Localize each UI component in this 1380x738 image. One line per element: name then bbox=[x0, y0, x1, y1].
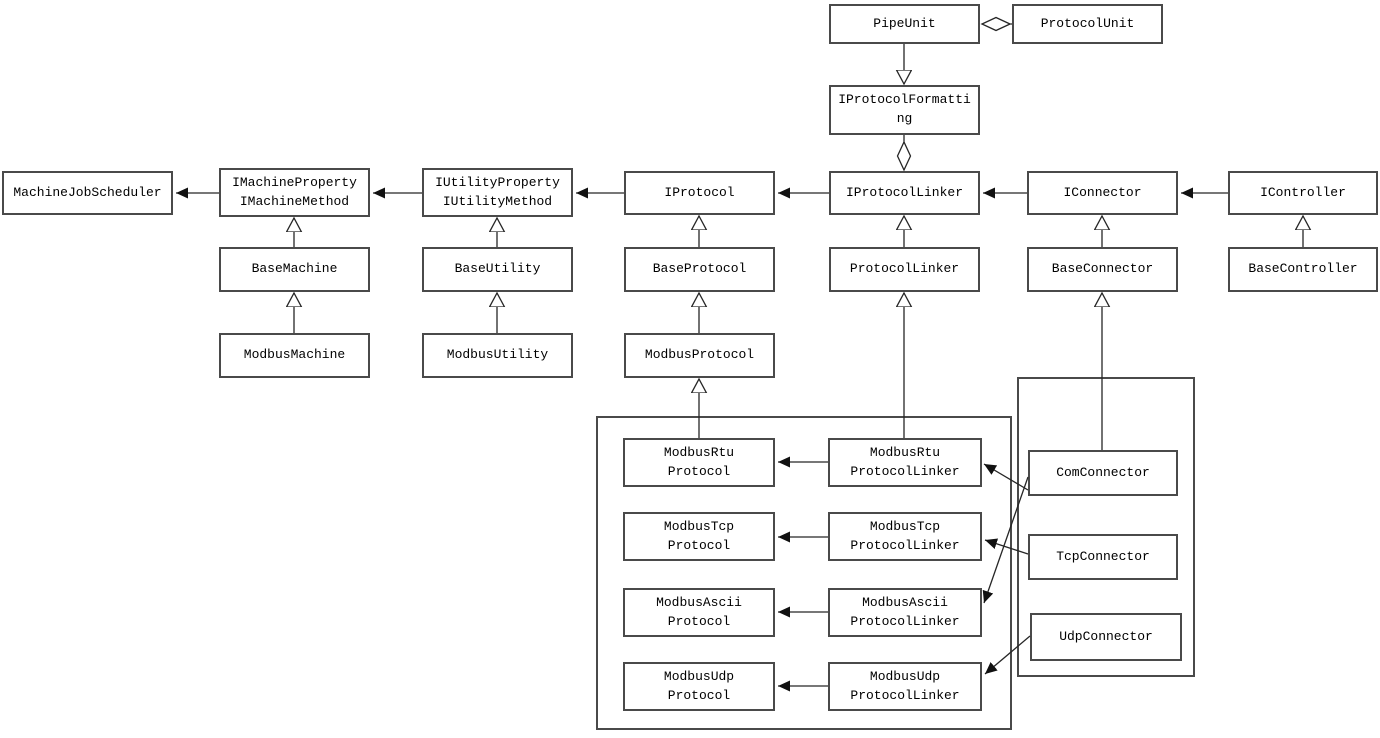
class-label-iutility-property: IUtilityProperty IUtilityMethod bbox=[435, 174, 560, 209]
class-label-protocol-unit: ProtocolUnit bbox=[1040, 15, 1135, 31]
class-label-base-machine: BaseMachine bbox=[251, 261, 338, 277]
class-box-imachine-property: IMachineProperty IMachineMethod bbox=[219, 168, 370, 217]
class-label-modbus-rtu-protocol: ModbusRtu Protocol bbox=[663, 444, 735, 479]
class-box-modbus-utility: ModbusUtility bbox=[422, 333, 573, 378]
class-box-iprotocol: IProtocol bbox=[624, 171, 775, 215]
class-box-icontroller: IController bbox=[1228, 171, 1378, 215]
class-label-iprotocol-linker: IProtocolLinker bbox=[845, 184, 964, 200]
class-box-modbus-ascii-protocol-linker: ModbusAscii ProtocolLinker bbox=[828, 588, 982, 637]
class-label-modbus-machine: ModbusMachine bbox=[243, 347, 346, 363]
class-box-base-machine: BaseMachine bbox=[219, 247, 370, 292]
class-label-modbus-utility: ModbusUtility bbox=[446, 347, 549, 363]
class-label-iconnector: IConnector bbox=[1063, 184, 1142, 200]
class-box-base-controller: BaseController bbox=[1228, 247, 1378, 292]
class-label-com-connector: ComConnector bbox=[1056, 464, 1150, 480]
class-box-modbus-udp-protocol: ModbusUdp Protocol bbox=[623, 662, 775, 711]
class-label-udp-connector: UdpConnector bbox=[1059, 628, 1153, 644]
class-box-pipe-unit: PipeUnit bbox=[829, 4, 980, 44]
class-label-modbus-tcp-protocol: ModbusTcp Protocol bbox=[663, 518, 735, 553]
class-box-tcp-connector: TcpConnector bbox=[1028, 534, 1178, 580]
class-label-base-connector: BaseConnector bbox=[1051, 261, 1154, 277]
class-box-protocol-linker: ProtocolLinker bbox=[829, 247, 980, 292]
class-box-modbus-udp-protocol-linker: ModbusUdp ProtocolLinker bbox=[828, 662, 982, 711]
class-box-modbus-machine: ModbusMachine bbox=[219, 333, 370, 378]
class-label-modbus-udp-protocol: ModbusUdp Protocol bbox=[663, 668, 735, 703]
class-label-iprotocol-formatting: IProtocolFormatti ng bbox=[838, 92, 971, 126]
class-box-modbus-rtu-protocol-linker: ModbusRtu ProtocolLinker bbox=[828, 438, 982, 487]
class-label-base-controller: BaseController bbox=[1248, 261, 1358, 277]
class-box-iconnector: IConnector bbox=[1027, 171, 1178, 215]
class-label-icontroller: IController bbox=[1260, 184, 1346, 200]
class-label-pipe-unit: PipeUnit bbox=[873, 15, 936, 31]
class-box-base-protocol: BaseProtocol bbox=[624, 247, 775, 292]
class-label-modbus-tcp-protocol-linker: ModbusTcp ProtocolLinker bbox=[850, 518, 960, 553]
class-box-base-connector: BaseConnector bbox=[1027, 247, 1178, 292]
class-box-iutility-property: IUtilityProperty IUtilityMethod bbox=[422, 168, 573, 217]
class-label-base-utility: BaseUtility bbox=[454, 261, 541, 277]
class-box-base-utility: BaseUtility bbox=[422, 247, 573, 292]
class-label-machine-job-scheduler: MachineJobScheduler bbox=[13, 184, 162, 200]
class-box-iprotocol-formatting: IProtocolFormatti ng bbox=[829, 85, 980, 135]
class-label-iprotocol: IProtocol bbox=[664, 184, 735, 200]
class-box-modbus-rtu-protocol: ModbusRtu Protocol bbox=[623, 438, 775, 487]
class-box-com-connector: ComConnector bbox=[1028, 450, 1178, 496]
class-box-protocol-unit: ProtocolUnit bbox=[1012, 4, 1163, 44]
class-box-modbus-ascii-protocol: ModbusAscii Protocol bbox=[623, 588, 775, 637]
class-box-modbus-protocol: ModbusProtocol bbox=[624, 333, 775, 378]
class-label-modbus-ascii-protocol-linker: ModbusAscii ProtocolLinker bbox=[850, 594, 960, 629]
class-label-base-protocol: BaseProtocol bbox=[652, 261, 747, 277]
class-label-modbus-rtu-protocol-linker: ModbusRtu ProtocolLinker bbox=[850, 444, 960, 479]
class-box-udp-connector: UdpConnector bbox=[1030, 613, 1182, 661]
class-label-modbus-ascii-protocol: ModbusAscii Protocol bbox=[656, 594, 742, 629]
class-box-machine-job-scheduler: MachineJobScheduler bbox=[2, 171, 173, 215]
class-label-protocol-linker: ProtocolLinker bbox=[849, 261, 960, 277]
class-label-imachine-property: IMachineProperty IMachineMethod bbox=[232, 174, 357, 209]
class-label-tcp-connector: TcpConnector bbox=[1056, 548, 1150, 564]
class-box-iprotocol-linker: IProtocolLinker bbox=[829, 171, 980, 215]
class-label-modbus-protocol: ModbusProtocol bbox=[644, 347, 755, 363]
class-label-modbus-udp-protocol-linker: ModbusUdp ProtocolLinker bbox=[850, 668, 960, 703]
class-box-modbus-tcp-protocol: ModbusTcp Protocol bbox=[623, 512, 775, 561]
class-box-modbus-tcp-protocol-linker: ModbusTcp ProtocolLinker bbox=[828, 512, 982, 561]
